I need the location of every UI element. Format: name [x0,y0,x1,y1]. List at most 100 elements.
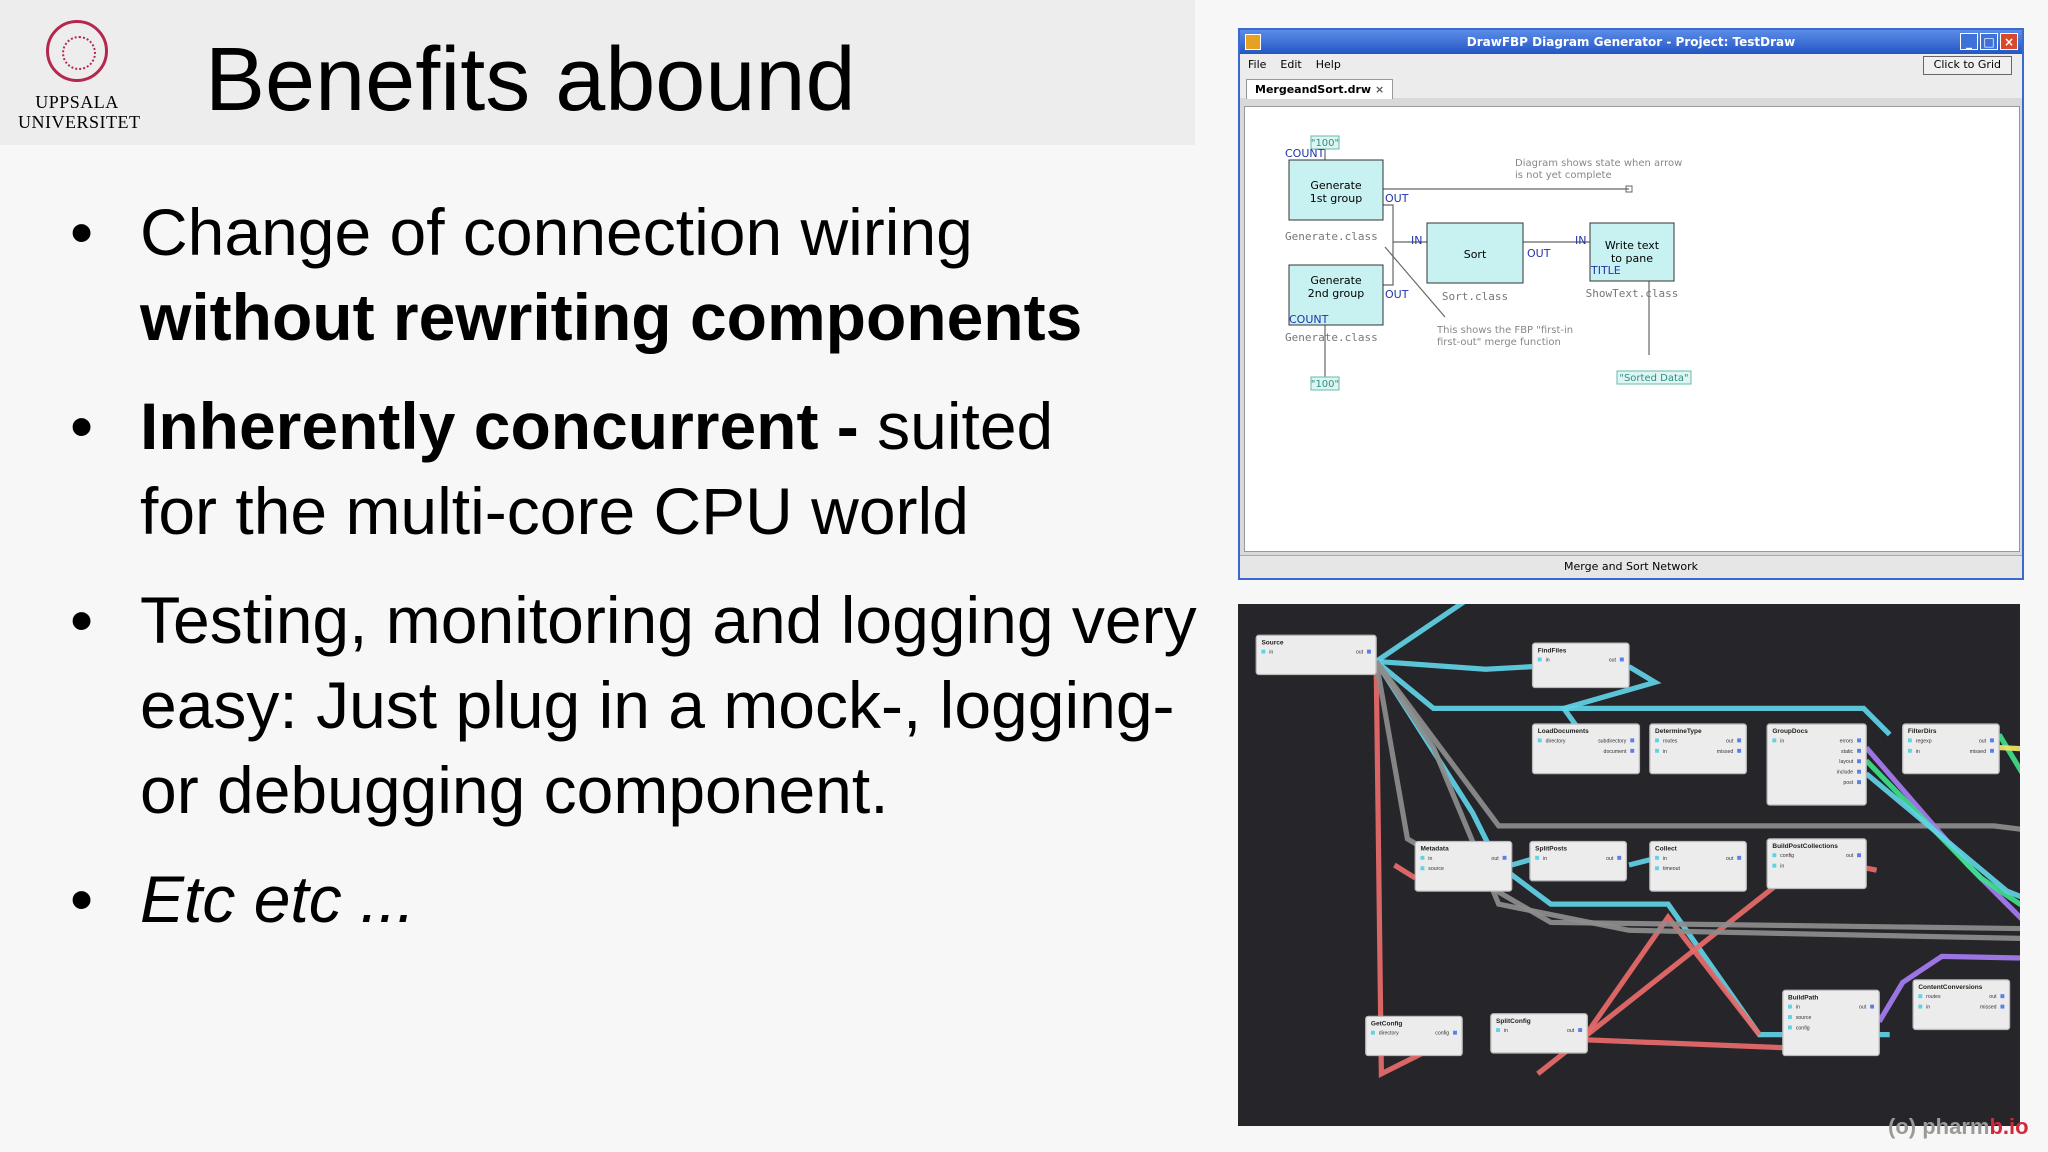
graph-edge[interactable] [1587,1037,1783,1051]
port-out[interactable] [1737,748,1742,753]
port-in[interactable] [1420,855,1425,860]
port-in[interactable] [1772,863,1777,868]
iip-text: "100" [1311,379,1339,390]
port-label: document [1604,749,1627,755]
port-in[interactable] [1772,738,1777,743]
connection-gen2-sort[interactable] [1383,242,1394,286]
graph-edge[interactable] [1510,857,1531,868]
port-out[interactable] [1990,748,1994,753]
iip-box[interactable] [1310,135,1340,150]
port-in[interactable] [1772,853,1777,858]
graph-edge[interactable] [1864,771,2048,925]
port-in[interactable] [1420,866,1425,871]
port-in[interactable] [1537,738,1542,743]
port-out[interactable] [1857,853,1861,858]
connection-gen1-sort[interactable] [1383,204,1427,243]
graph-edge[interactable] [1373,659,2048,943]
port-in[interactable] [1918,994,1923,999]
maximize-button[interactable]: □ [1980,33,1998,50]
port-in[interactable] [1907,738,1912,743]
iip-box[interactable] [1616,370,1692,385]
port-out[interactable] [1990,738,1994,743]
port-out[interactable] [2000,1004,2005,1009]
graph-edge[interactable] [1374,659,1892,737]
graph-edge[interactable] [1996,733,2048,881]
graph-edge[interactable] [1574,912,1762,1050]
port-out[interactable] [1737,855,1742,860]
menu-edit[interactable]: Edit [1280,58,1302,71]
graph-edge[interactable] [1373,660,2048,932]
graph-edge[interactable] [1373,660,1890,1038]
port-in[interactable] [1496,1028,1500,1033]
port-out[interactable] [1870,1004,1875,1009]
port-out[interactable] [1857,738,1861,743]
port-in[interactable] [1655,866,1659,871]
node-title: FindFiles [1538,647,1567,654]
minimize-button[interactable]: _ [1960,33,1978,50]
block-write-text[interactable] [1589,222,1675,282]
port-in[interactable] [1261,649,1266,654]
port-in[interactable] [1655,748,1659,753]
port-label: OUT [1385,288,1409,301]
tab-mergeandsort[interactable]: MergeandSort.drw × [1246,79,1394,99]
diagram-canvas[interactable]: "100" "100" "Sorted Data" Generate 1st g… [1244,106,2020,552]
port-in[interactable] [1655,855,1659,860]
click-to-grid-button[interactable]: Click to Grid [1922,56,2012,75]
graph-edge[interactable] [1877,953,2048,1023]
port-out[interactable] [1578,1028,1583,1033]
close-button[interactable]: × [2000,33,2018,50]
port-out[interactable] [1737,738,1742,743]
graph-edge[interactable] [1375,658,1533,672]
block-generate-2[interactable] [1288,264,1384,326]
port-in[interactable] [1918,1004,1923,1009]
port-in[interactable] [1370,1030,1375,1035]
graph-edge[interactable] [1393,862,1417,881]
graph-edge[interactable] [1559,664,1662,729]
block-sort[interactable] [1426,222,1524,284]
tab-close-icon[interactable]: × [1374,83,1385,96]
port-in[interactable] [1788,1015,1792,1019]
graph-edge[interactable] [1374,659,2048,838]
port-out[interactable] [1617,855,1622,860]
block-generate-1[interactable] [1288,159,1384,221]
port-out[interactable] [2000,994,2005,999]
graph-edge[interactable] [1628,857,1651,868]
menu-file[interactable]: File [1248,58,1267,71]
port-in[interactable] [1788,1025,1792,1030]
port-out[interactable] [1630,748,1635,753]
port-out[interactable] [1619,657,1624,662]
port-out[interactable] [1502,855,1507,860]
menu-help[interactable]: Help [1315,58,1341,71]
port-in[interactable] [1537,657,1542,662]
port-out[interactable] [1630,738,1635,743]
port-out[interactable] [1857,759,1861,764]
port-out[interactable] [1453,1030,1457,1035]
port-out[interactable] [1367,649,1371,654]
arrow-endpoint[interactable] [1625,185,1633,193]
iip-box[interactable] [1310,376,1340,391]
port-in[interactable] [1535,855,1540,860]
port-in[interactable] [1907,748,1912,753]
port-out[interactable] [1857,769,1861,774]
port-in[interactable] [1655,738,1659,743]
port-out[interactable] [1857,748,1861,753]
class-label: Generate.class [1285,230,1378,243]
port-out[interactable] [1857,780,1861,785]
graph-edge[interactable] [1374,549,1540,664]
port-in[interactable] [1788,1004,1792,1009]
